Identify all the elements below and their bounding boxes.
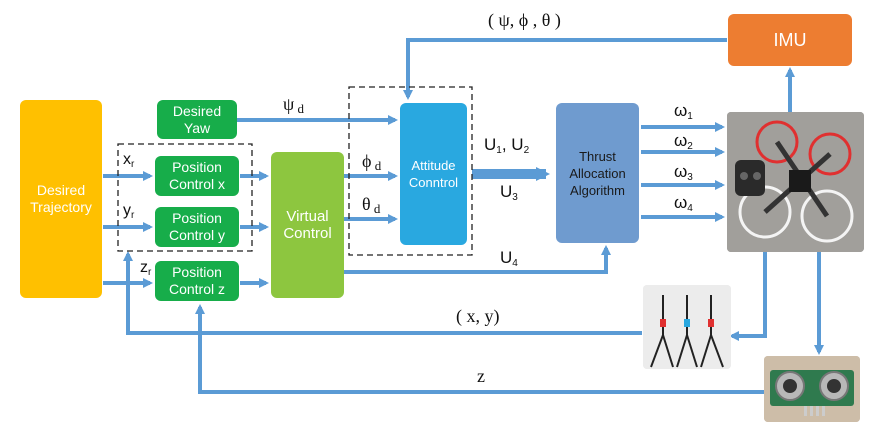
ultrasonic-sensor-photo	[764, 356, 860, 422]
thrust-allocation-label: Thrust Allocation Algorithm	[569, 148, 626, 198]
attitude-feedback-label: ( ψ, ϕ , θ )	[488, 10, 561, 30]
desired-trajectory-label: Desired Trajectory	[30, 182, 92, 215]
omega2-label: ω2	[674, 131, 693, 152]
position-control-x-block: Position Control x	[155, 156, 239, 196]
z-feedback-label: z	[477, 366, 485, 386]
imu-block: IMU	[728, 14, 852, 66]
desired-yaw-block: Desired Yaw	[157, 100, 237, 139]
position-control-z-block: Position Control z	[155, 261, 239, 301]
u3-label: U3	[500, 182, 518, 203]
ultrasonic-illustration	[764, 356, 860, 422]
desired-yaw-label: Desired Yaw	[172, 102, 222, 136]
phi-d-label: ϕ d	[362, 151, 382, 173]
virtual-control-block: Virtual Control	[271, 152, 344, 298]
omega3-label: ω3	[674, 162, 693, 183]
xy-feedback-label: ( x, y)	[456, 306, 500, 326]
u4-label: U4	[500, 248, 518, 269]
arrow-drone-tripods	[729, 252, 767, 341]
arrow-attitude-feedback	[403, 38, 727, 100]
tripod-illustration	[643, 285, 731, 369]
arrow-z-feedback	[195, 304, 764, 394]
attitude-control-block: Attitude Conntrol	[400, 103, 467, 245]
zr-label: zr	[140, 259, 152, 278]
attitude-control-label: Attitude Conntrol	[408, 158, 459, 190]
xr-label: xr	[123, 151, 135, 170]
tripod-cameras-photo	[643, 285, 731, 369]
attitude-group-dashed-box	[348, 86, 473, 256]
omega1-label: ω1	[674, 101, 693, 122]
position-control-y-label: Position Control y	[168, 210, 226, 243]
thrust-allocation-block: Thrust Allocation Algorithm	[556, 103, 639, 243]
omega4-label: ω4	[674, 193, 693, 214]
yr-label: yr	[123, 202, 135, 221]
psi-d-label: ψ d	[283, 94, 305, 116]
position-control-y-block: Position Control y	[155, 207, 239, 247]
position-control-z-label: Position Control z	[168, 264, 226, 297]
arrow-xy-feedback	[123, 251, 642, 335]
arrow-u4	[344, 245, 611, 274]
imu-label: IMU	[773, 29, 807, 50]
virtual-control-label: Virtual Control	[283, 208, 332, 242]
desired-trajectory-block: Desired Trajectory	[20, 100, 102, 298]
theta-d-label: θ d	[362, 194, 381, 216]
quadrotor-illustration	[727, 112, 864, 252]
u12-label: U1, U2	[484, 135, 530, 156]
quadrotor-photo	[727, 112, 864, 252]
position-control-x-label: Position Control x	[168, 159, 226, 192]
